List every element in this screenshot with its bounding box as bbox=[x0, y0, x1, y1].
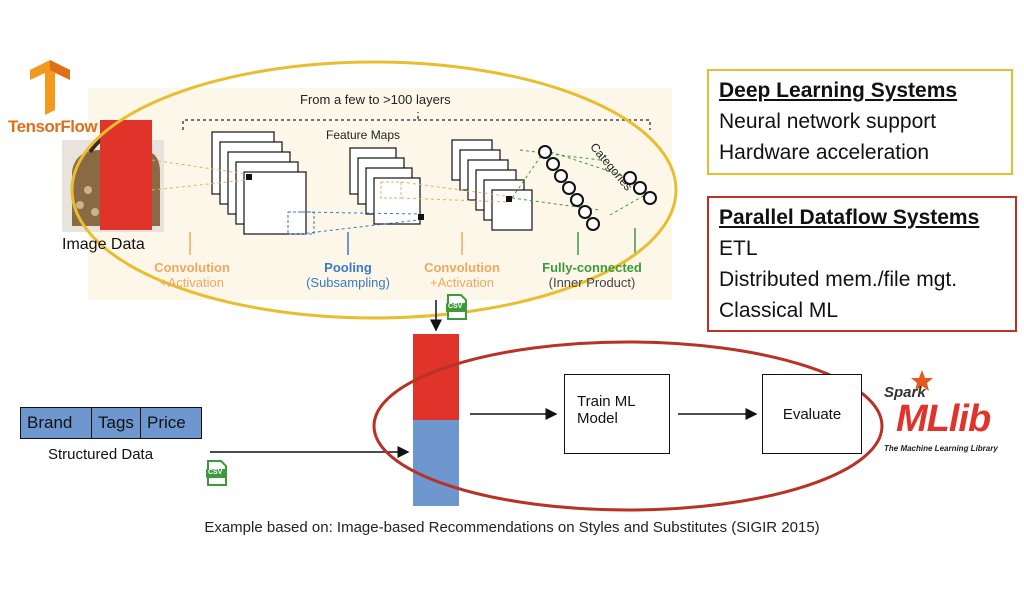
structured-data-label: Structured Data bbox=[48, 446, 154, 463]
layers-label: From a few to >100 layers bbox=[300, 92, 451, 107]
spark-logo-text: Spark bbox=[884, 384, 926, 401]
column-header-brand: Brand bbox=[21, 408, 92, 438]
image-feature-block bbox=[100, 120, 152, 230]
cnn-connection-lines bbox=[151, 149, 646, 235]
parallel-dataflow-item: ETL bbox=[719, 237, 758, 260]
mllib-logo-text: MLlib bbox=[896, 398, 991, 440]
stage-convolution-2: Convolution +Activation bbox=[424, 260, 500, 290]
column-header-price: Price bbox=[147, 413, 186, 432]
column-header-tags: Tags bbox=[92, 408, 141, 438]
feature-maps-label: Feature Maps bbox=[326, 128, 401, 142]
deep-learning-ellipse bbox=[70, 60, 678, 320]
deep-learning-box: Deep Learning Systems Neural network sup… bbox=[707, 69, 1013, 175]
image-data-label: Image Data bbox=[62, 236, 145, 253]
structured-data-table: Brand Tags Price bbox=[20, 407, 202, 439]
deep-learning-item: Neural network support bbox=[719, 110, 937, 133]
deep-learning-title: Deep Learning Systems bbox=[719, 79, 958, 102]
evaluate-box: Evaluate bbox=[762, 374, 862, 454]
train-label-line1: Train ML bbox=[577, 393, 636, 410]
train-ml-model-box: Train ML Model bbox=[564, 374, 670, 454]
parallel-dataflow-item: Classical ML bbox=[719, 299, 839, 322]
stage-arrows bbox=[189, 228, 636, 255]
stage-pooling: Pooling (Subsampling) bbox=[306, 260, 390, 290]
dataflow-ellipse bbox=[372, 340, 884, 512]
structured-features-bar bbox=[413, 420, 459, 506]
fully-connected-neurons bbox=[538, 145, 657, 231]
tensorflow-logo-text: TensorFlow bbox=[8, 117, 98, 136]
parallel-dataflow-item: Distributed mem./file mgt. bbox=[719, 268, 958, 291]
stage-convolution-1: Convolution +Activation bbox=[154, 260, 230, 290]
spark-star-icon bbox=[911, 370, 933, 391]
tensorflow-logo-icon bbox=[30, 60, 70, 115]
parallel-dataflow-title: Parallel Dataflow Systems bbox=[719, 206, 980, 229]
evaluate-label: Evaluate bbox=[782, 405, 842, 423]
caption: Example based on: Image-based Recommenda… bbox=[204, 519, 820, 536]
train-label-line2: Model bbox=[577, 410, 618, 427]
deep-learning-item: Hardware acceleration bbox=[719, 141, 930, 164]
layers-brace bbox=[182, 112, 651, 130]
csv-file-icon: CSV bbox=[206, 460, 228, 486]
csv-file-icon: CSV bbox=[446, 294, 468, 320]
pooling-feature-stack bbox=[349, 147, 421, 225]
mllib-tagline: The Machine Learning Library bbox=[884, 444, 998, 453]
parallel-dataflow-box: Parallel Dataflow Systems ETL Distribute… bbox=[707, 196, 1017, 332]
conv-feature-stack-1 bbox=[211, 131, 307, 235]
stage-fully-connected: Fully-connected (Inner Product) bbox=[542, 260, 642, 290]
